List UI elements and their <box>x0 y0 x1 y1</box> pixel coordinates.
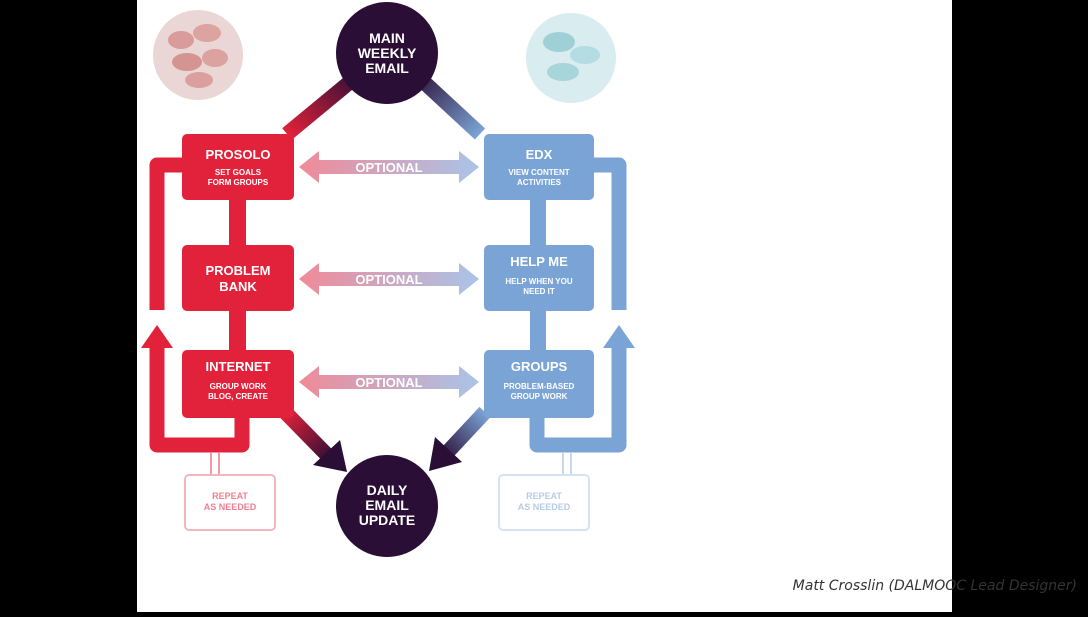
main-weekly-email-line-3: EMAIL <box>365 60 409 76</box>
problem-bank-title-1: PROBLEM <box>206 263 271 278</box>
spine-blue-1 <box>530 196 546 248</box>
internet-title: INTERNET <box>206 359 271 374</box>
main-weekly-email-node: MAIN WEEKLY EMAIL <box>336 2 438 104</box>
arrow-internet-to-daily <box>279 406 347 472</box>
daily-email-update-line-2: EMAIL <box>365 497 409 513</box>
repeat-left-callout: REPEAT AS NEEDED <box>184 453 276 531</box>
repeat-right-line-1: REPEAT <box>526 491 562 501</box>
problem-bank-box: PROBLEM BANK <box>182 245 294 311</box>
designer-credit: Matt Crosslin (DALMOOC Lead Designer) <box>792 578 1077 594</box>
prosolo-sub-1: SET GOALS <box>215 168 262 177</box>
problem-bank-title-2: BANK <box>219 279 257 294</box>
repeat-left-line-2: AS NEEDED <box>204 502 257 512</box>
daily-email-update-line-3: UPDATE <box>359 512 416 528</box>
groups-sub-2: GROUP WORK <box>511 392 568 401</box>
optional-label-1: OPTIONAL <box>355 160 422 175</box>
edx-sub-2: ACTIVITIES <box>517 178 562 187</box>
internet-sub-1: GROUP WORK <box>210 382 267 391</box>
optional-label-2: OPTIONAL <box>355 272 422 287</box>
spine-blue-2 <box>530 308 546 353</box>
optional-arrow-3: OPTIONAL <box>299 366 479 398</box>
main-weekly-email-line-2: WEEKLY <box>358 45 417 61</box>
repeat-left-line-1: REPEAT <box>212 491 248 501</box>
edx-box: EDX VIEW CONTENT ACTIVITIES <box>484 134 594 200</box>
help-me-box: HELP ME HELP WHEN YOU NEED IT <box>484 245 594 311</box>
pills-blue-image <box>526 13 616 103</box>
pills-red-image <box>153 10 243 100</box>
internet-sub-2: BLOG, CREATE <box>208 392 269 401</box>
spine-red-1 <box>229 196 246 248</box>
slide: OPTIONAL OPTIONAL OPTIONAL MAIN WEEKLY E… <box>137 0 1077 612</box>
daily-email-update-node: DAILY EMAIL UPDATE <box>336 455 438 557</box>
edx-title: EDX <box>526 147 553 162</box>
main-weekly-email-line-1: MAIN <box>369 30 405 46</box>
repeat-right-callout: REPEAT AS NEEDED <box>498 453 590 531</box>
optional-label-3: OPTIONAL <box>355 375 422 390</box>
flow-diagram: OPTIONAL OPTIONAL OPTIONAL MAIN WEEKLY E… <box>141 2 635 557</box>
loop-blue <box>529 157 635 453</box>
optional-arrow-2: OPTIONAL <box>299 263 479 295</box>
optional-arrow-1: OPTIONAL <box>299 151 479 183</box>
spine-red-2 <box>229 308 246 353</box>
help-me-title: HELP ME <box>510 254 568 269</box>
loop-red <box>141 157 250 453</box>
groups-sub-1: PROBLEM-BASED <box>504 382 575 391</box>
prosolo-box: PROSOLO SET GOALS FORM GROUPS <box>182 134 294 200</box>
prosolo-title: PROSOLO <box>205 147 270 162</box>
internet-box: INTERNET GROUP WORK BLOG, CREATE <box>182 350 294 418</box>
help-me-sub-2: NEED IT <box>523 287 555 296</box>
prosolo-sub-2: FORM GROUPS <box>208 178 269 187</box>
arrow-groups-to-daily <box>429 406 491 471</box>
help-me-sub-1: HELP WHEN YOU <box>505 277 572 286</box>
edx-sub-1: VIEW CONTENT <box>508 168 569 177</box>
groups-title: GROUPS <box>511 359 568 374</box>
repeat-right-line-2: AS NEEDED <box>518 502 571 512</box>
groups-box: GROUPS PROBLEM-BASED GROUP WORK <box>484 350 594 418</box>
daily-email-update-line-1: DAILY <box>367 482 408 498</box>
